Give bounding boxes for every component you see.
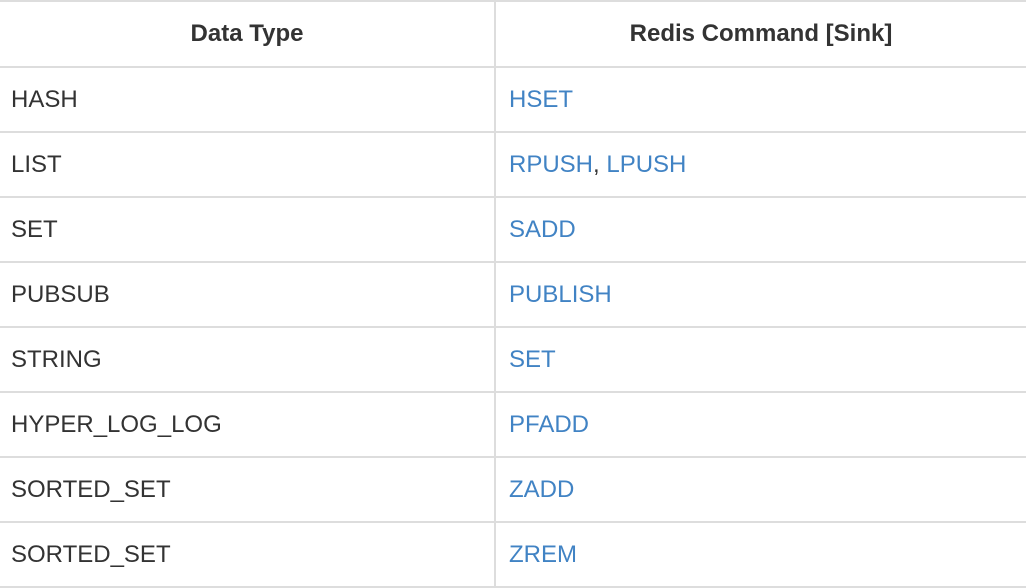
table-row: SET SADD: [0, 197, 1026, 263]
command-link-zadd[interactable]: ZADD: [509, 475, 575, 503]
command-link-hset[interactable]: HSET: [509, 85, 574, 113]
command-cell: RPUSH, LPUSH: [495, 132, 1026, 198]
header-data-type: Data Type: [0, 0, 496, 68]
data-type-cell: STRING: [0, 327, 496, 393]
command-cell: HSET: [495, 67, 1026, 133]
command-cell: ZADD: [495, 457, 1026, 523]
table-row: SORTED_SET ZADD: [0, 457, 1026, 523]
command-link-rpush[interactable]: RPUSH: [509, 150, 594, 178]
header-row: Data Type Redis Command [Sink]: [0, 0, 1026, 68]
data-type-cell: SET: [0, 197, 496, 263]
data-type-cell: PUBSUB: [0, 262, 496, 328]
data-type-cell: HYPER_LOG_LOG: [0, 392, 496, 458]
table-row: HYPER_LOG_LOG PFADD: [0, 392, 1026, 458]
command-link-sadd[interactable]: SADD: [509, 215, 576, 243]
data-type-cell: HASH: [0, 67, 496, 133]
command-cell: ZREM: [495, 522, 1026, 588]
command-link-zrem[interactable]: ZREM: [509, 540, 577, 568]
command-separator: ,: [593, 150, 600, 178]
table-header: Data Type Redis Command [Sink]: [0, 0, 1026, 68]
command-cell: PUBLISH: [495, 262, 1026, 328]
command-cell: SET: [495, 327, 1026, 393]
data-type-cell: LIST: [0, 132, 496, 198]
table-row: STRING SET: [0, 327, 1026, 393]
data-type-cell: SORTED_SET: [0, 457, 496, 523]
command-cell: PFADD: [495, 392, 1026, 458]
header-redis-command: Redis Command [Sink]: [495, 0, 1026, 68]
command-link-pfadd[interactable]: PFADD: [509, 410, 590, 438]
table-row: LIST RPUSH, LPUSH: [0, 132, 1026, 198]
table-row: PUBSUB PUBLISH: [0, 262, 1026, 328]
table-row: HASH HSET: [0, 67, 1026, 133]
table-body: HASH HSET LIST RPUSH, LPUSH SET SADD PUB: [0, 67, 1026, 588]
command-link-publish[interactable]: PUBLISH: [509, 280, 612, 308]
command-link-set[interactable]: SET: [509, 345, 556, 373]
data-type-cell: SORTED_SET: [0, 522, 496, 588]
command-link-lpush[interactable]: LPUSH: [606, 150, 687, 178]
command-cell: SADD: [495, 197, 1026, 263]
table-row: SORTED_SET ZREM: [0, 522, 1026, 588]
